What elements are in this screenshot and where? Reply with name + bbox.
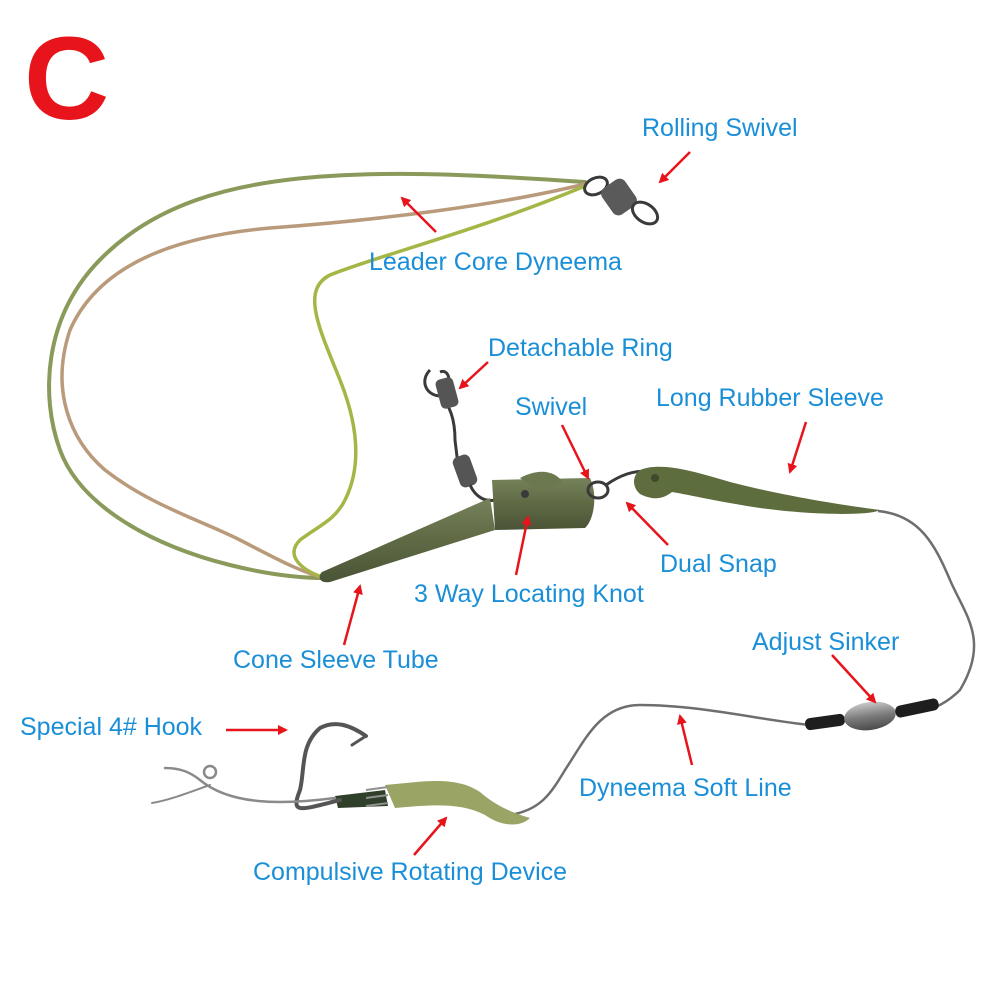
label-swivel: Swivel <box>515 393 588 421</box>
label-dual-snap: Dual Snap <box>660 550 777 578</box>
arrow-swivel <box>560 424 590 480</box>
leader-core-dyneema-line <box>47 171 587 580</box>
detachable-ring <box>423 368 460 466</box>
label-adjust-sinker: Adjust Sinker <box>752 628 900 656</box>
arrow-cone-sleeve <box>342 584 363 646</box>
pointer-arrows <box>226 151 877 856</box>
arrow-long-rubber-sleeve <box>787 421 808 474</box>
arrow-detachable-ring <box>458 361 489 390</box>
label-long-rubber-sleeve: Long Rubber Sleeve <box>656 384 884 412</box>
arrow-dual-snap <box>625 501 669 546</box>
three-way-locating-knot <box>492 471 595 530</box>
arrow-rolling-swivel <box>658 151 691 184</box>
swivel <box>452 454 496 502</box>
dyneema-soft-line <box>509 509 976 817</box>
arrow-soft-line <box>677 714 694 766</box>
label-three-way-locating-knot: 3 Way Locating Knot <box>414 580 644 608</box>
arrow-locating-knot <box>514 515 532 576</box>
arrow-adjust-sinker <box>831 654 877 704</box>
label-leader-core-dyneema: Leader Core Dyneema <box>369 248 622 276</box>
rolling-swivel <box>583 175 660 226</box>
label-special-hook: Special 4# Hook <box>20 713 203 741</box>
arrow-rotating-device <box>413 816 448 856</box>
variant-badge: C <box>24 13 110 145</box>
label-cone-sleeve-tube: Cone Sleeve Tube <box>233 646 439 674</box>
cone-sleeve-tube <box>319 498 495 583</box>
long-rubber-sleeve <box>634 466 880 514</box>
adjust-sinker <box>805 698 939 731</box>
arrow-leader-core <box>400 196 437 233</box>
label-rolling-swivel: Rolling Swivel <box>642 114 798 142</box>
compulsive-rotating-device <box>335 781 530 825</box>
label-dyneema-soft-line: Dyneema Soft Line <box>579 774 792 802</box>
label-compulsive-rotating-device: Compulsive Rotating Device <box>253 858 568 886</box>
special-hook <box>151 722 368 811</box>
label-detachable-ring: Detachable Ring <box>488 334 673 362</box>
